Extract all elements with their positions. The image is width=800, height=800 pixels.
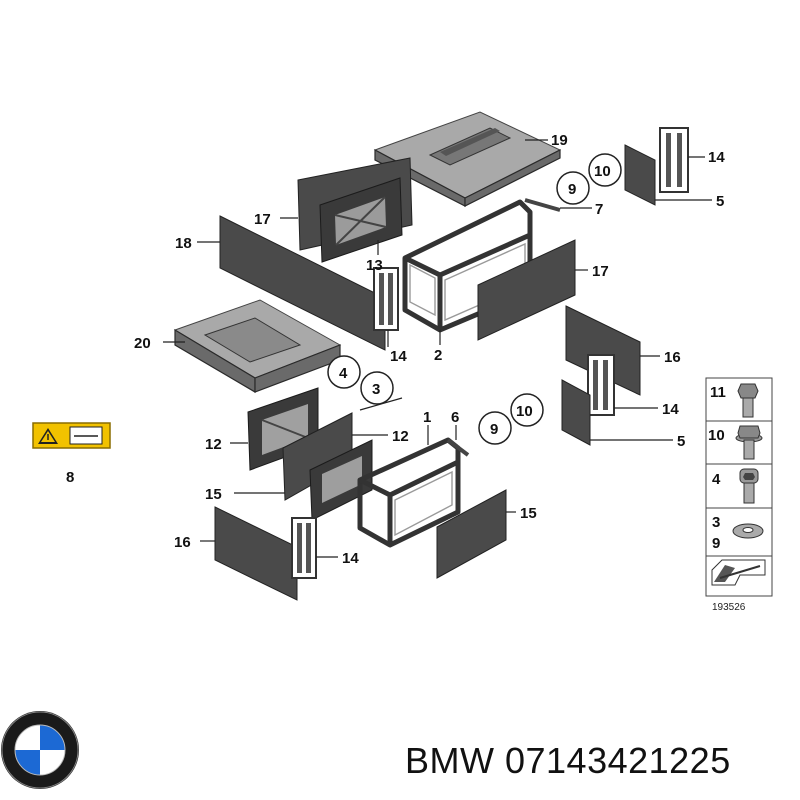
callout-20: 20 bbox=[134, 335, 151, 352]
part-14-clip-frame-top-right bbox=[659, 127, 689, 193]
bmw-roundel-logo bbox=[1, 711, 79, 789]
callout-12: 12 bbox=[392, 428, 409, 445]
arrow-direction-icon bbox=[711, 559, 766, 586]
brand-part-number-title: BMW 07143421225 bbox=[405, 740, 731, 781]
legend-label-10: 10 bbox=[708, 427, 725, 444]
part-5-cover-plate-right bbox=[561, 379, 591, 446]
callout-14: 14 bbox=[390, 348, 407, 365]
callout-8: 8 bbox=[66, 469, 74, 486]
part-16-lower-left-panel bbox=[214, 506, 298, 601]
part-14-small-clip-frame bbox=[373, 267, 399, 331]
callout-17: 17 bbox=[592, 263, 609, 280]
callout-6: 6 bbox=[451, 409, 459, 426]
callout-12: 12 bbox=[205, 436, 222, 453]
callout-17: 17 bbox=[254, 211, 271, 228]
callout-19: 19 bbox=[551, 132, 568, 149]
part-14-clip-frame-lower bbox=[291, 517, 317, 579]
callout-5: 5 bbox=[677, 433, 685, 450]
part-17-right-side-panel bbox=[477, 239, 576, 341]
part-14-clip-frame-right bbox=[587, 354, 615, 416]
part-5-cover-plate-top-right bbox=[624, 144, 656, 206]
part-13-bracket bbox=[319, 177, 403, 263]
part-15-right-panel bbox=[436, 489, 507, 579]
diagram-id: 193526 bbox=[712, 602, 746, 613]
legend-label-11: 11 bbox=[710, 384, 726, 401]
callout-13: 13 bbox=[366, 257, 383, 274]
callout-10: 10 bbox=[594, 163, 611, 180]
washer-icon bbox=[732, 523, 764, 539]
socket-screw-icon bbox=[739, 468, 759, 504]
callout-14: 14 bbox=[342, 550, 359, 567]
hex-flange-bolt-icon bbox=[735, 425, 763, 460]
callout-10: 10 bbox=[516, 403, 533, 420]
legend-label-3: 3 bbox=[712, 514, 720, 531]
callout-3: 3 bbox=[372, 381, 380, 398]
callout-9: 9 bbox=[490, 421, 498, 438]
callout-9: 9 bbox=[568, 181, 576, 198]
callout-14: 14 bbox=[662, 401, 679, 418]
part-7-bolt bbox=[524, 198, 561, 212]
callout-14: 14 bbox=[708, 149, 725, 166]
part-6-bolt bbox=[446, 438, 470, 457]
callout-7: 7 bbox=[595, 201, 603, 218]
callout-16: 16 bbox=[174, 534, 191, 551]
legend-label-9: 9 bbox=[712, 535, 720, 552]
callout-16: 16 bbox=[664, 349, 681, 366]
callout-2: 2 bbox=[434, 347, 442, 364]
callout-15: 15 bbox=[205, 486, 222, 503]
leader-lines bbox=[163, 139, 712, 558]
callout-15: 15 bbox=[520, 505, 537, 522]
circled-callouts bbox=[327, 153, 622, 445]
hex-bolt-icon bbox=[737, 383, 759, 418]
callout-18: 18 bbox=[175, 235, 192, 252]
part-8-warning-label bbox=[32, 422, 111, 449]
hardware-legend: 11 10 4 3 9 193526 bbox=[705, 377, 773, 613]
part-18-long-side-panel bbox=[219, 215, 386, 351]
callout-1: 1 bbox=[423, 409, 431, 426]
callout-4: 4 bbox=[339, 365, 348, 382]
legend-label-4: 4 bbox=[712, 471, 721, 488]
callout-labels: 19 14 10 9 7 5 17 18 13 17 20 14 2 16 4 … bbox=[66, 132, 725, 567]
part-20-lower-tray bbox=[173, 299, 342, 394]
part-15-inner-bracket bbox=[309, 439, 373, 521]
callout-5: 5 bbox=[716, 193, 724, 210]
part-16-right-panel bbox=[565, 305, 641, 396]
